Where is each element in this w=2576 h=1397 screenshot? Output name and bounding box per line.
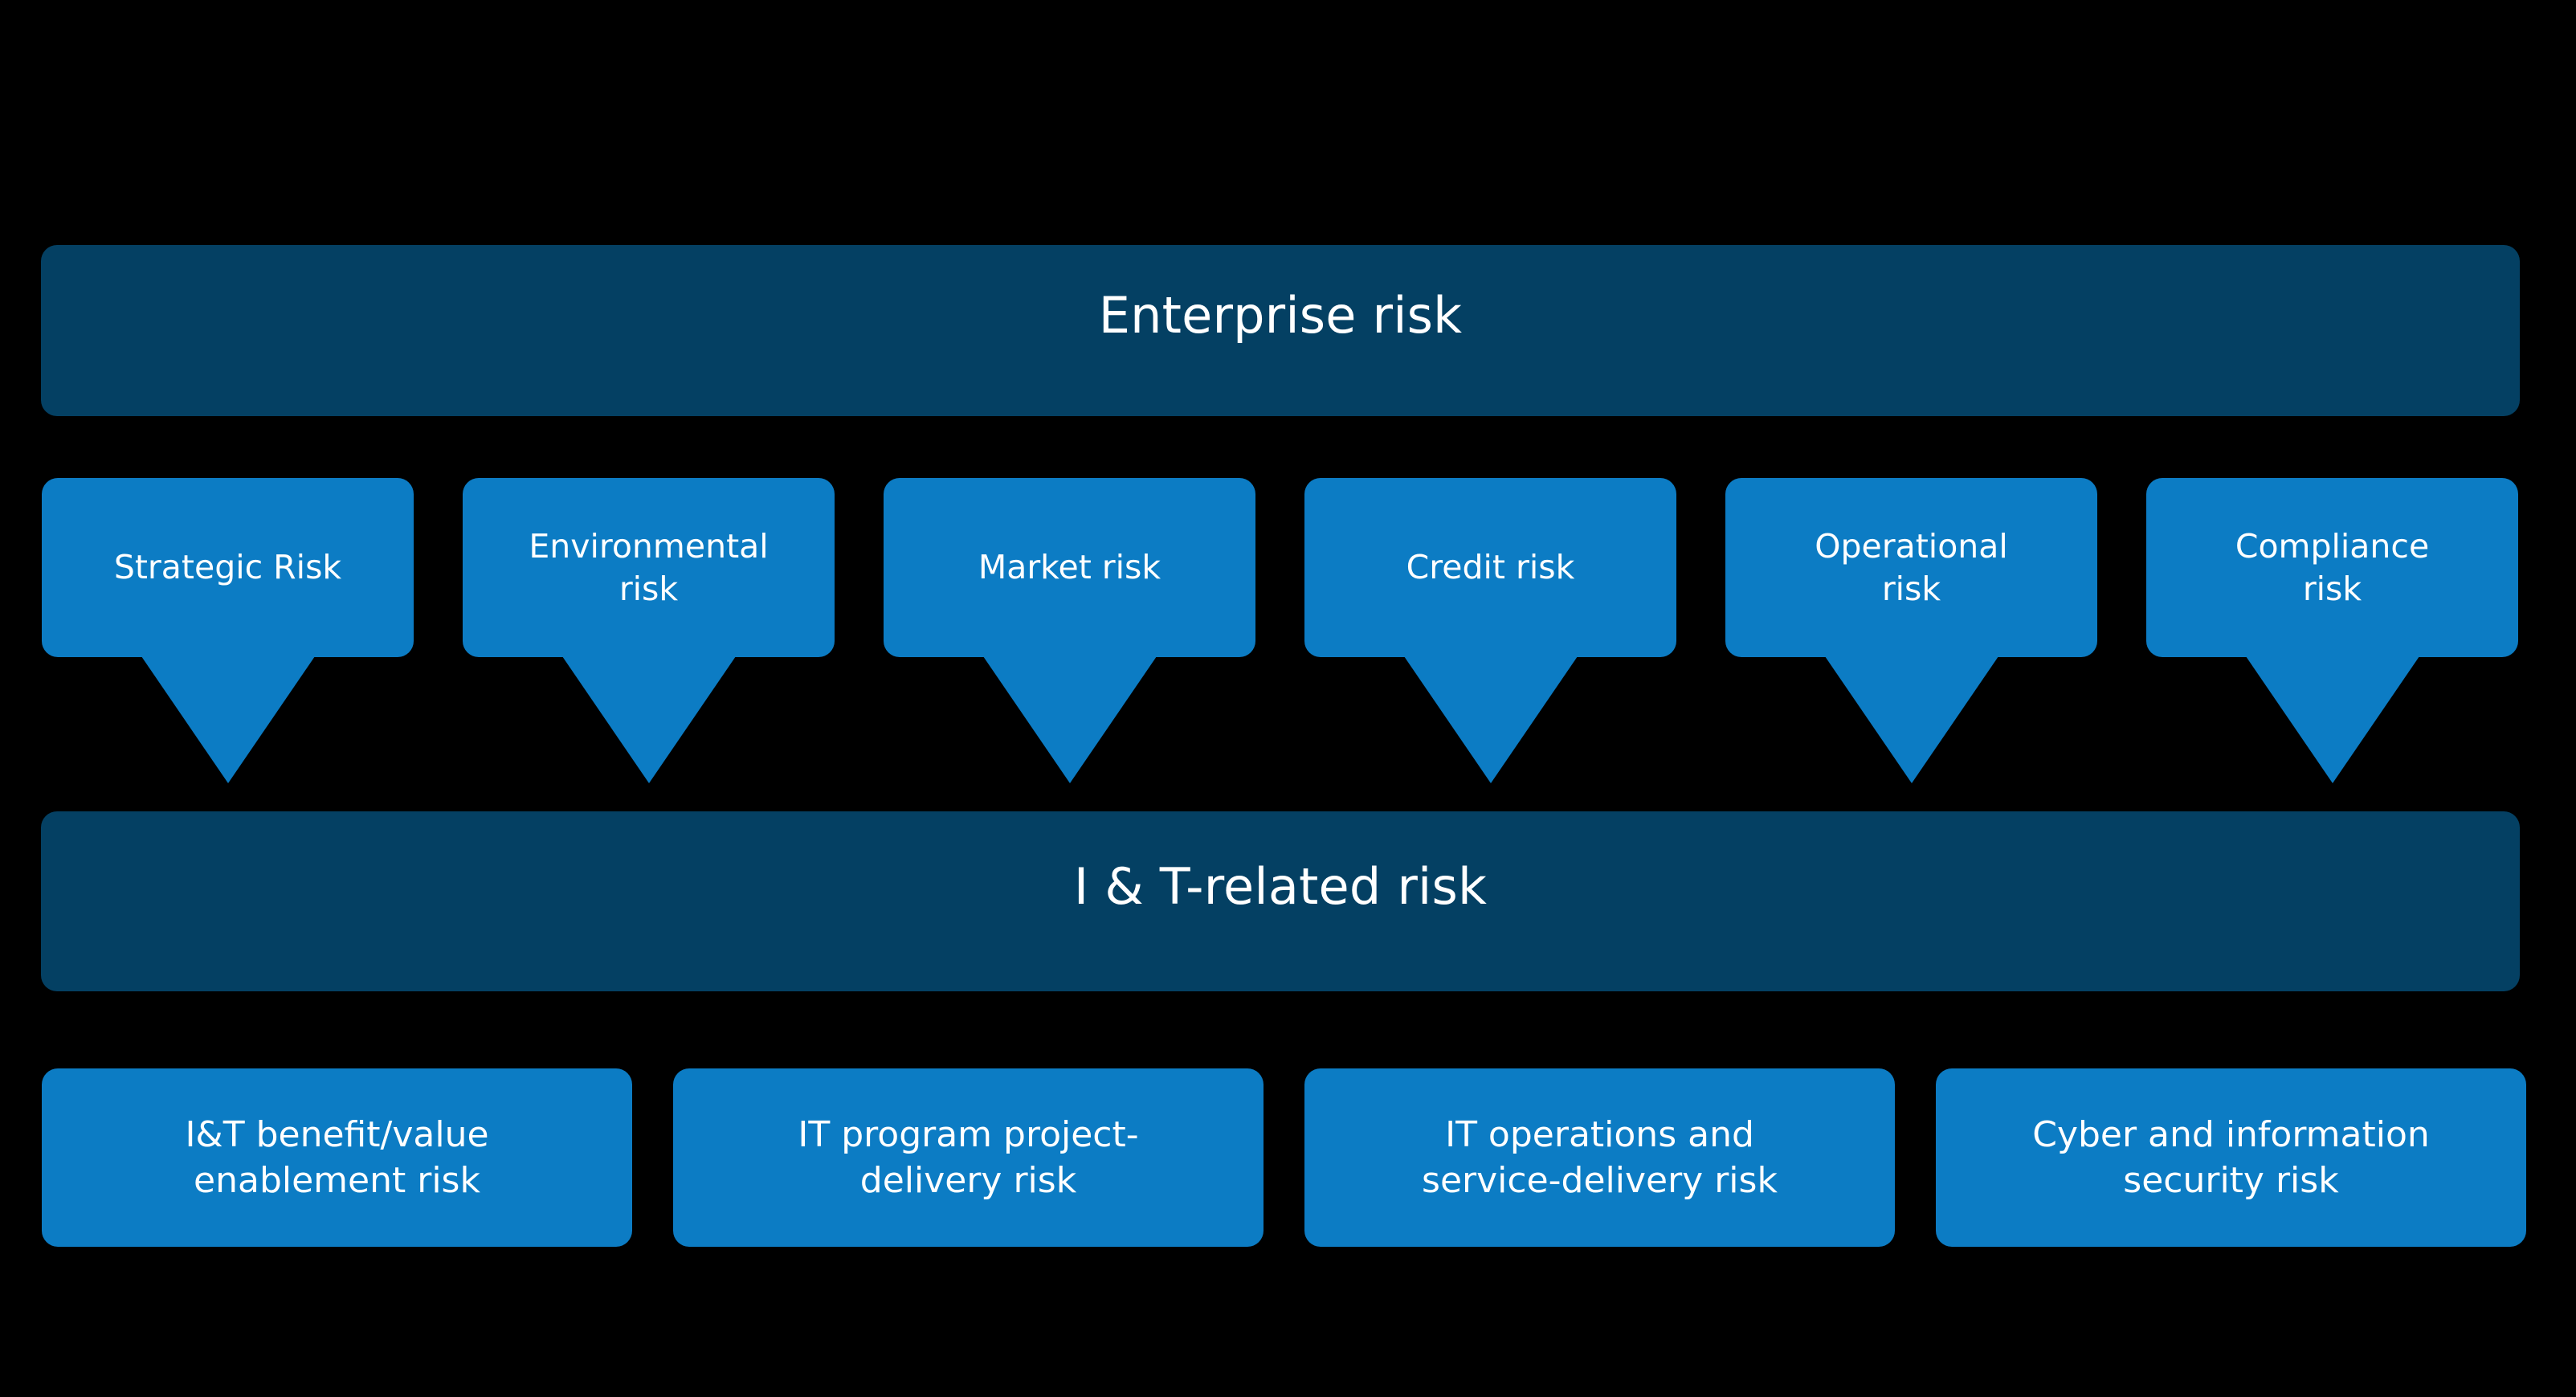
risk-callout-environmental: Environmental risk	[463, 478, 835, 783]
risk-callout-compliance: Compliance risk	[2146, 478, 2518, 783]
risk-callout-market-label: Market risk	[978, 548, 1161, 587]
risk-callout-strategic: Strategic Risk	[42, 478, 414, 783]
it-risk-box-cyber-information-security: Cyber and information security risk	[1936, 1068, 2526, 1247]
it-related-risk-banner-label: I & T-related risk	[1073, 856, 1488, 916]
enterprise-risk-banner-label: Enterprise risk	[1098, 286, 1463, 345]
callout-tail-icon	[1403, 656, 1578, 783]
it-risk-box-program-project-delivery: IT program project- delivery risk	[673, 1068, 1264, 1247]
it-risk-box-cyber-information-security-label: Cyber and information security risk	[2032, 1113, 2430, 1201]
risk-callout-market: Market risk	[884, 478, 1255, 783]
risk-callout-strategic-label: Strategic Risk	[113, 548, 342, 587]
callout-tail-icon	[982, 656, 1157, 783]
callout-tail-icon	[561, 656, 736, 783]
risk-callout-credit-label: Credit risk	[1406, 548, 1575, 587]
risk-callout-credit: Credit risk	[1304, 478, 1676, 783]
it-risk-box-operations-service-delivery-label: IT operations and service-delivery risk	[1422, 1113, 1778, 1201]
callout-tail-icon	[141, 656, 315, 783]
it-related-risk-banner: I & T-related risk	[41, 811, 2520, 991]
risk-callout-compliance-label: Compliance risk	[2235, 527, 2430, 608]
it-risk-box-benefit-value-enablement: I&T benefit/value enablement risk	[42, 1068, 632, 1247]
callout-tail-icon	[2245, 656, 2419, 783]
risk-callout-operational: Operational risk	[1725, 478, 2097, 783]
it-risk-box-operations-service-delivery: IT operations and service-delivery risk	[1304, 1068, 1895, 1247]
callout-tail-icon	[1824, 656, 1998, 783]
risk-callout-operational-label: Operational risk	[1815, 527, 2008, 608]
enterprise-risk-banner: Enterprise risk	[41, 245, 2520, 416]
it-risk-box-program-project-delivery-label: IT program project- delivery risk	[798, 1113, 1139, 1201]
it-risk-box-benefit-value-enablement-label: I&T benefit/value enablement risk	[185, 1113, 489, 1201]
risk-callout-environmental-label: Environmental risk	[529, 527, 769, 608]
